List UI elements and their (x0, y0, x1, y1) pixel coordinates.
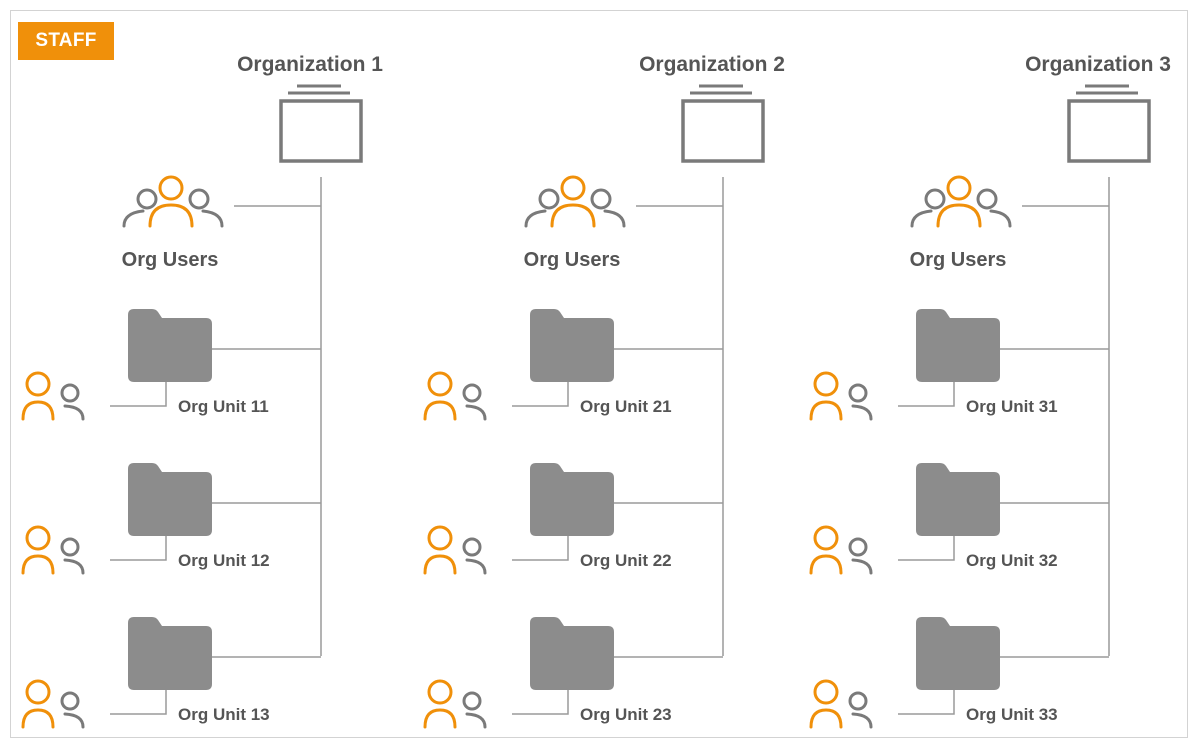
folder-icon (530, 309, 614, 382)
connector-line (512, 536, 569, 561)
staff-badge: STAFF (18, 22, 114, 60)
unit-users-icon (423, 525, 487, 575)
unit-users-icon (21, 679, 85, 729)
org-users-label: Org Users (122, 249, 219, 271)
org-unit-label: Org Unit 21 (580, 397, 672, 416)
connector-line (110, 690, 167, 715)
org-unit-label: Org Unit 12 (178, 551, 270, 570)
folder-icon (128, 463, 212, 536)
connector-line (110, 536, 167, 561)
unit-users-icon (809, 679, 873, 729)
org-users-icon (524, 175, 626, 228)
organization-2: Organization 2 Org Users (423, 53, 785, 729)
org-unit-label: Org Unit 23 (580, 705, 672, 724)
organization-title: Organization 1 (237, 53, 383, 76)
org-users-label: Org Users (524, 249, 621, 271)
organization-3: Organization 3 Org Users (809, 53, 1171, 729)
folder-icon (916, 617, 1000, 690)
folder-icon (916, 309, 1000, 382)
unit-users-icon (21, 525, 85, 575)
org-unit-label: Org Unit 31 (966, 397, 1058, 416)
org-unit: Org Unit 31 (809, 309, 1109, 421)
diagram-frame (10, 10, 1188, 738)
folder-icon (128, 309, 212, 382)
org-unit: Org Unit 32 (809, 463, 1109, 575)
org-unit: Org Unit 21 (423, 309, 723, 421)
organization-1: Organization 1 Org Users (21, 53, 383, 729)
organization-icon (279, 84, 363, 163)
folder-icon (128, 617, 212, 690)
org-unit-label: Org Unit 33 (966, 705, 1058, 724)
org-unit: Org Unit 13 (21, 617, 321, 729)
folder-icon (530, 617, 614, 690)
connector-line (898, 690, 955, 715)
org-unit: Org Unit 23 (423, 617, 723, 729)
org-unit-label: Org Unit 32 (966, 551, 1058, 570)
organization-title: Organization 3 (1025, 53, 1171, 76)
unit-users-icon (423, 679, 487, 729)
unit-users-icon (809, 525, 873, 575)
org-unit-label: Org Unit 22 (580, 551, 672, 570)
org-unit-label: Org Unit 13 (178, 705, 270, 724)
organization-icon (1067, 84, 1151, 163)
unit-users-icon (21, 371, 85, 421)
connector-line (512, 382, 569, 407)
org-users-label: Org Users (910, 249, 1007, 271)
org-unit: Org Unit 11 (21, 309, 321, 421)
connector-line (110, 382, 167, 407)
connector-line (898, 536, 955, 561)
org-unit-label: Org Unit 11 (178, 397, 269, 416)
folder-icon (916, 463, 1000, 536)
org-unit: Org Unit 22 (423, 463, 723, 575)
folder-icon (530, 463, 614, 536)
org-unit: Org Unit 12 (21, 463, 321, 575)
org-users-icon (122, 175, 224, 228)
unit-users-icon (423, 371, 487, 421)
org-unit: Org Unit 33 (809, 617, 1109, 729)
connector-line (512, 690, 569, 715)
org-users-icon (910, 175, 1012, 228)
organization-icon (681, 84, 765, 163)
organization-title: Organization 2 (639, 53, 785, 76)
connector-line (898, 382, 955, 407)
unit-users-icon (809, 371, 873, 421)
